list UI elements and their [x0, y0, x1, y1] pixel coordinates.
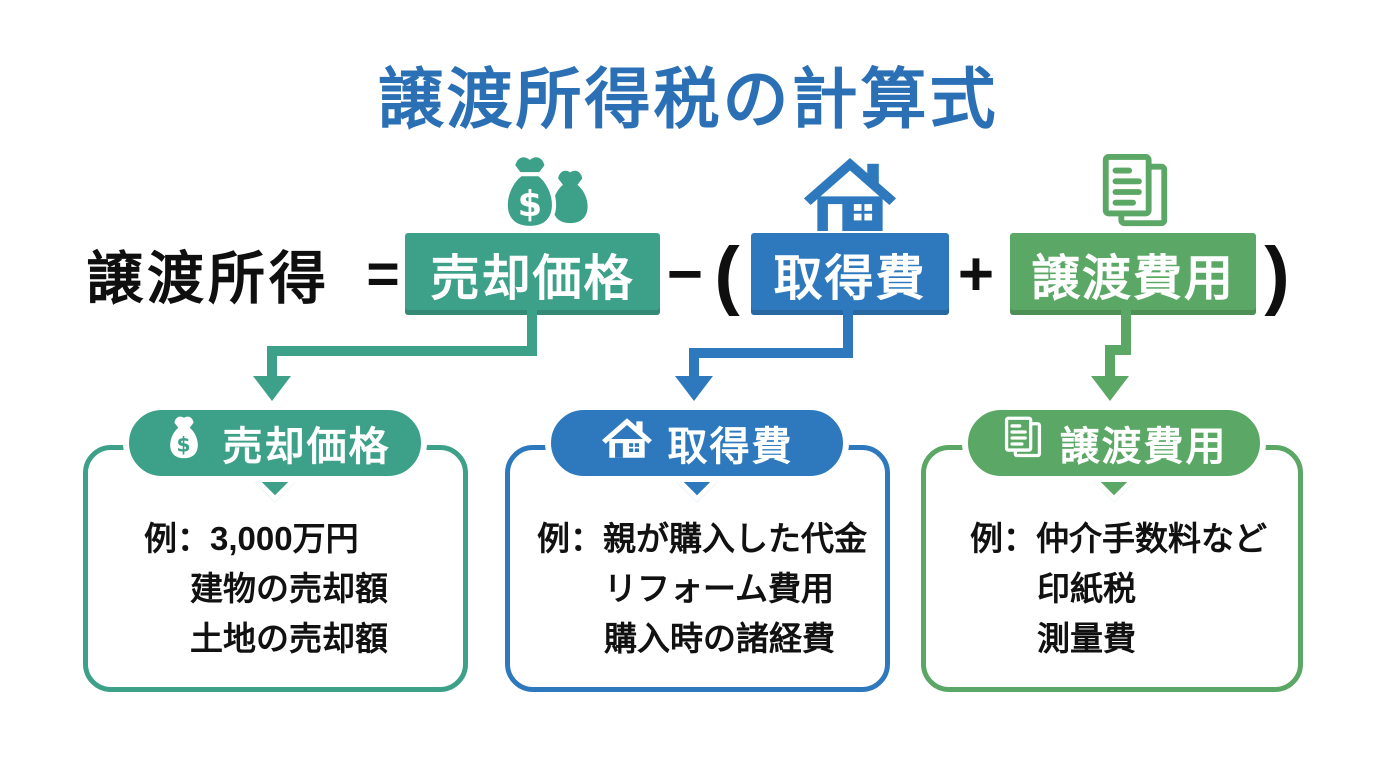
sale-price-examples: 例：3,000万円 建物の売却額 土地の売却額	[88, 514, 463, 664]
transfer-expenses-examples: 例：仲介手数料など 印紙税 測量費	[926, 514, 1298, 664]
formula-result-label: 譲渡所得	[86, 247, 330, 311]
page-title: 譲渡所得税の計算式	[377, 62, 999, 136]
example-line: 購入時の諸経費	[604, 620, 835, 657]
sale-price-arrow	[253, 310, 537, 401]
open-paren: (	[714, 231, 740, 317]
pill-label: 譲渡費用	[1059, 425, 1228, 469]
money-bag-icon: $	[160, 414, 208, 472]
example-line: 例：親が購入した代金	[537, 520, 867, 557]
example-line: 例：3,000万円	[144, 520, 359, 557]
transfer-expenses-pill: 譲渡費用	[962, 404, 1266, 482]
formula-term-sale-price: 売却価格	[405, 233, 660, 315]
example-line: 測量費	[1037, 620, 1136, 657]
acquisition-cost-card: 例：親が購入した代金 リフォーム費用 購入時の諸経費	[505, 445, 890, 692]
equals-sign: =	[366, 242, 400, 306]
close-paren: )	[1264, 231, 1290, 317]
sale-price-card: 例：3,000万円 建物の売却額 土地の売却額	[83, 445, 468, 692]
pill-label: 取得費	[667, 425, 794, 469]
house-icon	[802, 156, 898, 238]
example-line: 例：仲介手数料など	[970, 520, 1267, 557]
minus-sign: −	[666, 239, 704, 309]
documents-icon	[1001, 415, 1045, 471]
svg-text:$: $	[176, 432, 191, 456]
svg-text:$: $	[518, 184, 543, 225]
acquisition-cost-pill: 取得費	[545, 404, 849, 482]
formula-term-transfer-expenses: 譲渡費用	[1010, 233, 1256, 315]
transfer-expenses-arrow	[1091, 310, 1131, 401]
acquisition-cost-examples: 例：親が購入した代金 リフォーム費用 購入時の諸経費	[510, 514, 885, 664]
example-line: 印紙税	[1037, 570, 1136, 607]
pill-label: 売却価格	[222, 425, 391, 469]
acquisition-cost-arrow	[675, 310, 853, 401]
documents-icon	[1096, 151, 1174, 238]
plus-sign: +	[957, 239, 995, 309]
example-line: リフォーム費用	[604, 570, 835, 607]
example-line: 土地の売却額	[190, 620, 388, 657]
example-line: 建物の売却額	[190, 570, 388, 607]
house-icon	[601, 417, 653, 469]
formula-term-acquisition-cost: 取得費	[751, 233, 949, 315]
sale-price-pill: $ 売却価格	[123, 404, 427, 482]
money-bags-icon: $	[486, 149, 604, 238]
